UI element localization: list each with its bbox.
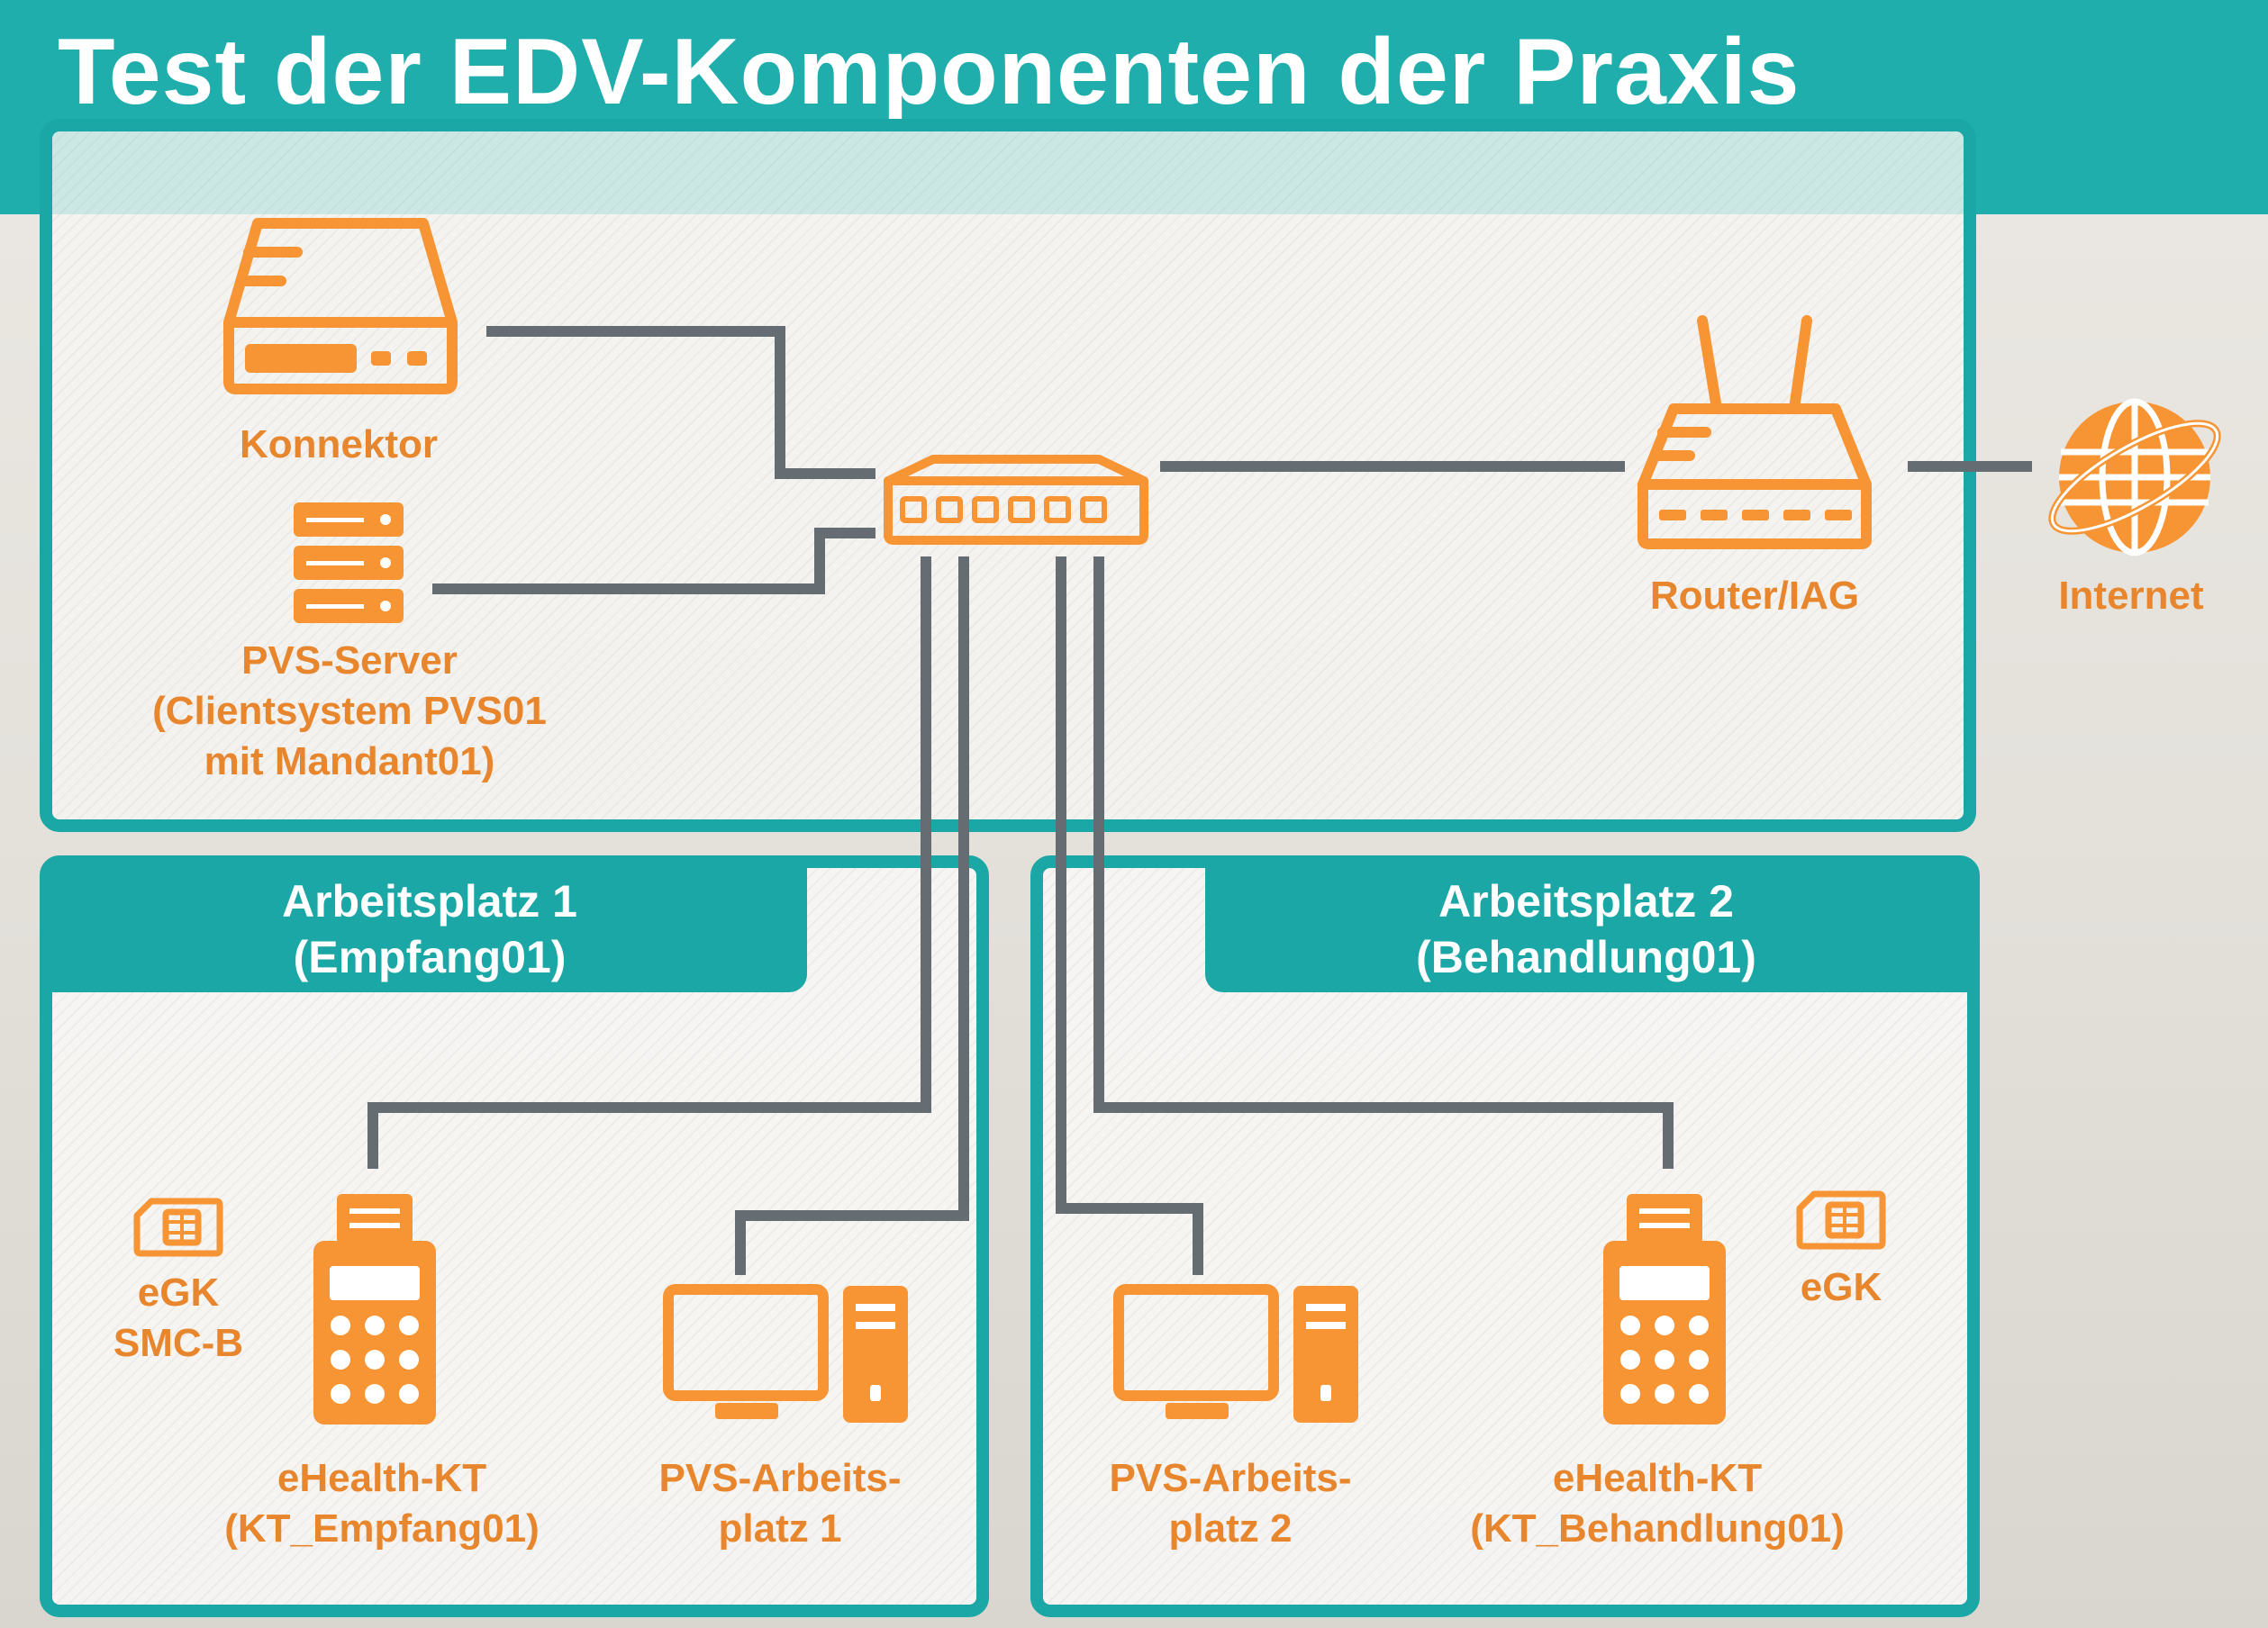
desktop-computer-icon	[663, 1284, 908, 1423]
workplace-2-pc-label: PVS-Arbeits- platz 2	[1110, 1453, 1352, 1554]
workplace-1-cards-label: eGK SMC-B	[113, 1268, 243, 1369]
terminal-2-id: (KT_Behandlung01)	[1470, 1506, 1845, 1551]
terminal-1-name: eHealth-KT	[277, 1456, 487, 1500]
terminal-1-id: (KT_Empfang01)	[224, 1506, 540, 1551]
internet-label: Internet	[2058, 574, 2204, 618]
pc-2-name-line2: platz 2	[1168, 1506, 1293, 1551]
praxis-network-frame	[40, 119, 1976, 832]
card-terminal-icon	[1603, 1194, 1726, 1424]
pvs-server-label-line1: PVS-Server	[241, 638, 458, 683]
pvs-server-label: PVS-Server (Clientsystem PVS01 mit Manda…	[152, 636, 547, 787]
workplace-2-terminal-label: eHealth-KT (KT_Behandlung01)	[1470, 1453, 1845, 1554]
workplace-1-title-line2: (Empfang01)	[293, 932, 567, 982]
globe-icon	[2048, 398, 2221, 556]
card-smcb-label: SMC-B	[113, 1321, 244, 1365]
pvs-server-label-line3: mit Mandant01)	[204, 739, 495, 783]
workplace-1-pc-label: PVS-Arbeits- platz 1	[659, 1453, 902, 1554]
sim-card-icon	[133, 1198, 223, 1257]
cable-switch-pc-2	[1056, 556, 1203, 1275]
pvs-server-label-line2: (Clientsystem PVS01	[152, 689, 547, 733]
pc-2-name-line1: PVS-Arbeits-	[1109, 1456, 1352, 1500]
pc-1-name-line2: platz 1	[718, 1506, 842, 1551]
desktop-computer-icon	[1113, 1284, 1358, 1423]
sim-card-icon	[1796, 1190, 1886, 1250]
terminal-2-name: eHealth-KT	[1552, 1456, 1763, 1500]
card-egk-label: eGK	[1800, 1265, 1882, 1309]
pc-1-name-line1: PVS-Arbeits-	[658, 1456, 902, 1500]
cable-konnektor-switch	[486, 326, 875, 479]
cable-switch-pc-1	[735, 556, 969, 1275]
router-label: Router/IAG	[1649, 574, 1860, 618]
connector-device-icon	[223, 218, 458, 394]
server-rack-icon	[294, 502, 404, 623]
workplace-2-title-line1: Arbeitsplatz 2	[1438, 876, 1734, 927]
workplace-1-title-line1: Arbeitsplatz 1	[282, 876, 577, 927]
router-icon	[1637, 315, 1872, 549]
konnektor-label: Konnektor	[240, 422, 438, 466]
cable-pvs-server-switch	[432, 528, 875, 594]
workplace-2-title: Arbeitsplatz 2 (Behandlung01)	[1205, 866, 1967, 992]
cable-switch-kt-empfang	[367, 556, 931, 1169]
page-title: Test der EDV-Komponenten der Praxis	[58, 20, 1801, 124]
cable-switch-kt-behandlung	[1093, 556, 1674, 1169]
workplace-1-terminal-label: eHealth-KT (KT_Empfang01)	[224, 1453, 540, 1554]
card-egk-label: eGK	[137, 1271, 220, 1315]
workplace-2-cards-label: eGK	[1801, 1262, 1882, 1313]
workplace-2-title-line2: (Behandlung01)	[1416, 932, 1756, 982]
network-switch-icon	[884, 455, 1148, 545]
workplace-1-title: Arbeitsplatz 1 (Empfang01)	[52, 866, 807, 992]
card-terminal-icon	[313, 1194, 436, 1424]
